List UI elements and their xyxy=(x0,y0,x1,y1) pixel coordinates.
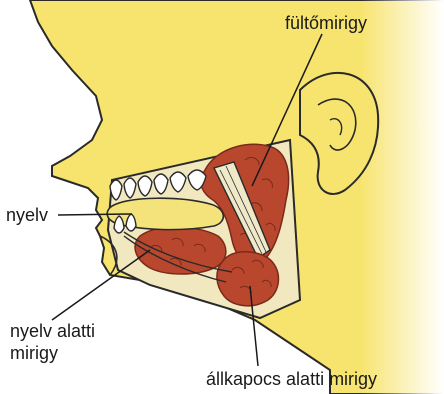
label-parotid-gland: fültőmirigy xyxy=(285,12,367,34)
label-tongue: nyelv xyxy=(6,204,48,226)
pointer-tongue xyxy=(58,214,132,215)
pointer-sublingual xyxy=(52,250,150,320)
label-submandibular-gland: állkapocs alatti mirigy xyxy=(206,368,377,390)
label-sublingual-gland-line1: nyelv alatti xyxy=(10,320,95,342)
submandibular-gland xyxy=(217,252,279,306)
label-sublingual-gland-line2: mirigy xyxy=(10,342,58,364)
